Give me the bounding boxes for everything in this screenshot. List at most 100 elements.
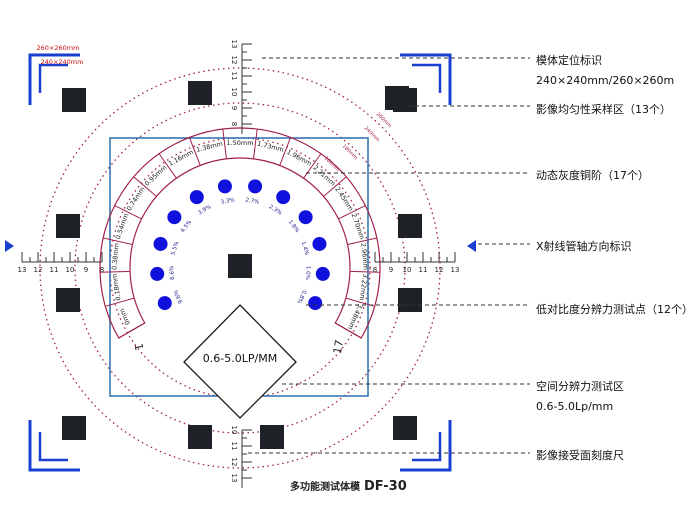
dotted-circle-inner xyxy=(109,137,371,399)
copper-step-divider xyxy=(279,137,292,166)
copper-step-label: 0.95mm xyxy=(143,164,168,188)
copper-step-divider xyxy=(349,270,380,273)
copper-step-divider xyxy=(118,322,145,339)
contrast-dot-label: 1.4% xyxy=(300,241,310,256)
contrast-dot xyxy=(157,296,172,311)
marker-left: 1 xyxy=(131,342,145,351)
contrast-dot-label: 3.3% xyxy=(220,197,235,205)
contrast-dot xyxy=(217,179,232,194)
copper-step-label: 2.45mm xyxy=(333,185,355,212)
scale-label: 9 xyxy=(230,106,238,110)
arrow-left-icon xyxy=(5,240,14,252)
copper-step-divider xyxy=(303,153,322,179)
corner-bracket-top-right xyxy=(400,53,452,105)
scale-label: 9 xyxy=(389,266,393,274)
scale-label: 12 xyxy=(230,56,238,65)
contrast-dot-label: 5.5% xyxy=(170,241,180,256)
uniformity-block xyxy=(398,214,422,238)
copper-step-label: 2.70mm xyxy=(350,212,367,240)
copper-step-label: 3.48mm xyxy=(346,303,364,331)
uniformity-block xyxy=(62,416,86,440)
copper-step-label: 1.16mm xyxy=(167,148,195,168)
copper-step-label: 0.74mm xyxy=(125,185,147,212)
arc-label: 240mm xyxy=(363,125,381,143)
annotation-spatial-res-range: 0.6-5.0Lp/mm xyxy=(536,400,614,413)
copper-step-label: 1.96mm xyxy=(285,148,313,168)
contrast-dot-label: 6.6% xyxy=(169,266,176,280)
copper-step-label: 1.50mm xyxy=(226,139,253,147)
copper-step-label: 1.73mm xyxy=(256,140,284,154)
scale-label: 8 xyxy=(100,266,104,274)
contrast-dot xyxy=(276,190,291,205)
corner-bracket-top-right xyxy=(412,63,442,93)
copper-step-divider xyxy=(158,153,177,179)
uniformity-block xyxy=(260,425,284,449)
scale-label: 11 xyxy=(419,266,428,274)
corner-bracket-top-left xyxy=(28,53,80,105)
uniformity-block xyxy=(62,88,86,112)
scale-label: 9 xyxy=(84,266,88,274)
corner-bracket-top-left xyxy=(38,63,68,93)
copper-step-label: 0mm xyxy=(118,307,132,326)
corner-label-outer: 260×260mm xyxy=(37,44,80,52)
scale-label: 13 xyxy=(18,266,27,274)
copper-step-divider xyxy=(335,322,362,339)
copper-step-divider xyxy=(323,176,347,197)
copper-step-divider xyxy=(253,128,258,159)
copper-step-divider xyxy=(103,237,133,245)
corner-bracket-bottom-right xyxy=(400,420,452,472)
contrast-dot-label: 2.3% xyxy=(268,204,283,216)
copper-step-label: 0.38mm xyxy=(110,243,120,271)
contrast-dot xyxy=(312,236,327,251)
copper-step-divider xyxy=(338,205,366,220)
dotted-circle-outer xyxy=(39,67,441,469)
dotted-circle-middle xyxy=(74,102,406,434)
spatial-resolution-label: 0.6-5.0LP/MM xyxy=(202,352,278,365)
scale-label: 12 xyxy=(230,458,238,467)
caption-model: DF-30 xyxy=(364,479,407,494)
copper-step-label: 1.38mm xyxy=(195,140,223,154)
copper-step-divider xyxy=(133,176,157,197)
scale-label: 12 xyxy=(435,266,444,274)
contrast-dot-label: 9.6% xyxy=(173,289,184,304)
uniformity-block xyxy=(188,425,212,449)
copper-step-divider xyxy=(100,270,131,273)
annotation-mold-position-sizes: 240×240mm/260×260m xyxy=(536,74,675,87)
uniformity-block xyxy=(56,288,80,312)
scale-label: 8 xyxy=(373,266,377,274)
phantom-caption: 多功能测试体模 DF-30 xyxy=(290,478,407,494)
spatial-resolution-diamond xyxy=(183,304,297,419)
contrast-dot xyxy=(167,210,182,225)
scale-label: 13 xyxy=(451,266,460,274)
annotation-tube-axis: X射线管轴方向标识 xyxy=(536,240,632,253)
copper-step-divider xyxy=(222,128,227,159)
uniformity-block xyxy=(188,81,212,105)
uniformity-block xyxy=(398,288,422,312)
corner-bracket-bottom-right xyxy=(412,432,442,462)
annotation-receptor-scale: 影像接受面刻度尺 xyxy=(536,449,624,462)
scale-label: 10 xyxy=(230,88,238,97)
annotation-spatial-res-title: 空间分辨力测试区 xyxy=(536,380,624,393)
annotation-spatial-res: 空间分辨力测试区 0.6-5.0Lp/mm xyxy=(536,378,624,413)
arc-label: 260mm xyxy=(375,111,393,129)
center-block xyxy=(228,254,252,278)
copper-step-divider xyxy=(188,137,201,166)
contrast-dot xyxy=(308,296,323,311)
contrast-dot xyxy=(150,266,165,281)
arrow-right-icon xyxy=(467,240,476,252)
arc-label: 180mm xyxy=(341,143,359,161)
contrast-dot-label: 1.8% xyxy=(287,219,300,234)
caption-text: 多功能测试体模 xyxy=(290,482,360,493)
annotation-mold-position-title: 模体定位标识 xyxy=(536,54,602,67)
scale-label: 10 xyxy=(403,266,412,274)
scale-label: 10 xyxy=(230,426,238,435)
copper-step-divider xyxy=(105,297,135,307)
scale-label: 8 xyxy=(230,122,238,126)
scale-label: 11 xyxy=(230,442,238,451)
contrast-dot xyxy=(298,210,313,225)
contrast-dot-label: 3.9% xyxy=(197,204,212,216)
copper-step-divider xyxy=(347,237,377,245)
annotation-gray-steps: 动态灰度铜阶（17个） xyxy=(536,169,649,182)
contrast-dot-label: 2.7% xyxy=(245,197,260,205)
scale-label: 11 xyxy=(230,72,238,81)
